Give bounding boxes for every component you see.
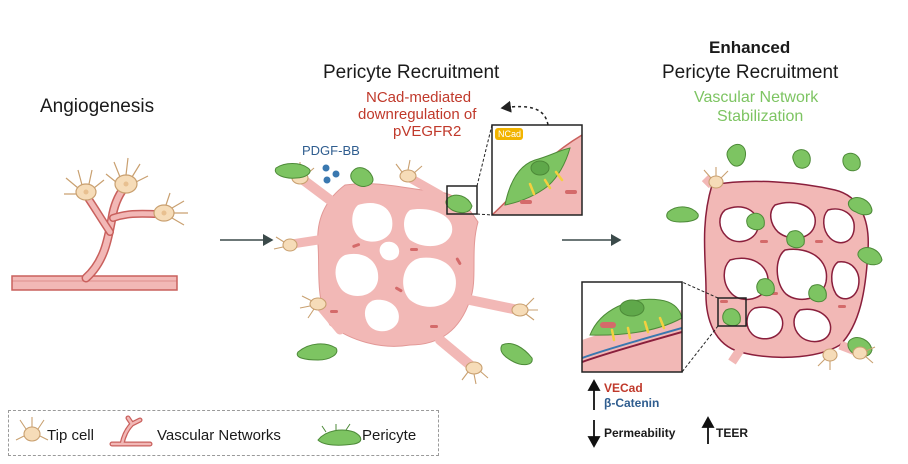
vascular-network-1 [287,171,523,370]
legend: Tip cell Vascular Networks Pericyte [8,410,439,456]
vascular-network-2 [701,174,869,365]
pdgf-dots [322,164,340,184]
dashed-arrow [500,100,549,126]
title-angiogenesis: Angiogenesis [40,96,155,117]
ncad-tag-label: NCad [498,129,522,139]
tip-cell [273,159,538,385]
ncad-text-1: NCad-mediated [366,89,472,106]
ncad-text-2: downregulation of [358,106,477,123]
teer-label: TEER [716,426,749,440]
zoom-inset-2 [582,282,682,372]
legend-vascular-icon [109,415,153,447]
title-enhanced: Enhanced [709,38,791,57]
tip-cell [64,157,188,226]
angiogenesis-vessel [11,183,178,291]
permeability-label: Permeability [604,426,676,440]
title-recruitment: Pericyte Recruitment [323,62,500,83]
zoom-frame-1 [491,124,583,216]
legend-tip-cell: Tip cell [47,427,94,444]
title-enhanced-recruitment: Pericyte Recruitment [662,62,839,83]
legend-pericyte: Pericyte [362,427,417,444]
legend-vascular: Vascular Networks [157,427,281,444]
tip-cell [703,167,876,370]
vecad-label: VECad [604,381,643,395]
ncad-tag-box [495,128,523,140]
zoom-indicator-2 [717,297,747,327]
zoom-frame-2 [581,281,683,373]
effect-arrows [587,379,715,448]
legend-tip-cell-icon [15,417,49,442]
legend-pericyte-icon [317,423,362,446]
stabilization-text-2: Stabilization [717,108,804,125]
ncad-text-3: pVEGFR2 [393,123,462,140]
bcatenin-label: β-Catenin [604,396,660,410]
pericyte [274,163,533,366]
stabilization-text-1: Vascular Network [694,89,819,106]
pdgf-label: PDGF-BB [302,143,360,158]
zoom-indicator-1 [446,185,478,215]
